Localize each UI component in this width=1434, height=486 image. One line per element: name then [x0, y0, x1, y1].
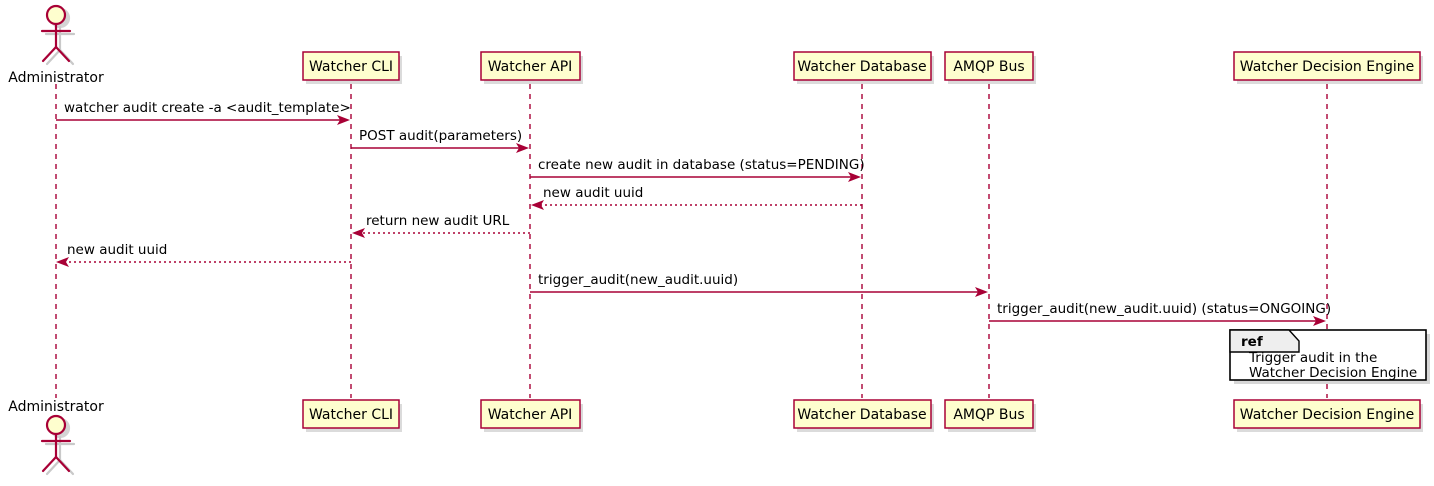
participant-box	[944, 51, 1034, 81]
participant-watcher-cli-bottom[interactable]: Watcher CLI	[302, 399, 402, 432]
participant-label-watcher-database-top: Watcher Database	[797, 59, 926, 75]
participant-box	[793, 399, 932, 429]
message-1-watcher-audit-create: watcher audit create -a <audit_template>	[56, 100, 351, 125]
participant-label-watcher-cli-top: Watcher CLI	[309, 59, 393, 75]
message-arrowhead-left	[56, 257, 69, 267]
participant-watcher-database-top[interactable]: Watcher Database	[793, 51, 934, 84]
participant-box	[480, 399, 581, 429]
participant-watcher-database-bottom[interactable]: Watcher Database	[793, 399, 934, 432]
participant-box	[944, 399, 1034, 429]
message-label: trigger_audit(new_audit.uuid)	[538, 272, 738, 288]
message-label: new audit uuid	[67, 242, 167, 258]
message-8-trigger-audit-ongoing: trigger_audit(new_audit.uuid) (status=ON…	[989, 301, 1331, 326]
message-label: watcher audit create -a <audit_template>	[64, 100, 351, 116]
participant-label-watcher-cli-bottom: Watcher CLI	[309, 407, 393, 423]
participant-watcher-api-top[interactable]: Watcher API	[480, 51, 583, 84]
participant-label-watcher-database-bottom: Watcher Database	[797, 407, 926, 423]
message-arrowhead-right	[516, 143, 529, 153]
message-6-new-audit-uuid-cli: new audit uuid	[56, 242, 351, 267]
message-arrowhead-right	[848, 172, 861, 182]
participant-watcher-api-bottom[interactable]: Watcher API	[480, 399, 583, 432]
actor-leg-left-icon	[41, 45, 58, 63]
message-label: create new audit in database (status=PEN…	[538, 157, 865, 173]
ref-body-line-2: Watcher Decision Engine	[1249, 365, 1417, 381]
participant-amqp-bus-bottom[interactable]: AMQP Bus	[944, 399, 1036, 432]
participant-box	[1233, 51, 1421, 81]
message-label: trigger_audit(new_audit.uuid) (status=ON…	[997, 301, 1331, 317]
message-label: POST audit(parameters)	[359, 128, 522, 144]
participant-box	[793, 51, 932, 81]
actor-leg-left-icon	[41, 455, 58, 473]
actor-leg-right-icon	[54, 455, 71, 473]
ref-tab-label: ref	[1241, 334, 1263, 350]
message-label: return new audit URL	[366, 213, 510, 229]
participant-box	[302, 399, 400, 429]
actor-head-icon	[45, 414, 67, 436]
participant-label-decision-engine-bottom: Watcher Decision Engine	[1240, 407, 1414, 423]
participant-label-decision-engine-top: Watcher Decision Engine	[1240, 59, 1414, 75]
message-4-new-audit-uuid-db: new audit uuid	[531, 185, 862, 210]
participant-decision-engine-top[interactable]: Watcher Decision Engine	[1233, 51, 1423, 84]
participant-amqp-bus-top[interactable]: AMQP Bus	[944, 51, 1036, 84]
message-arrowhead-left	[531, 200, 544, 210]
message-label: new audit uuid	[543, 185, 643, 201]
ref-fragment-trigger-audit[interactable]: ref Trigger audit in the Watcher Decisio…	[1229, 329, 1430, 384]
participant-decision-engine-bottom[interactable]: Watcher Decision Engine	[1233, 399, 1423, 432]
actor-administrator-bottom[interactable]: Administrator	[8, 399, 104, 476]
message-arrowhead-right	[975, 287, 988, 297]
actor-label-administrator-top: Administrator	[8, 70, 104, 86]
participant-label-amqp-bus-bottom: AMQP Bus	[953, 407, 1024, 423]
message-arrowhead-right	[1313, 316, 1326, 326]
lifelines-group	[55, 84, 1328, 398]
actor-leg-right-icon	[54, 45, 71, 63]
message-arrowhead-left	[352, 228, 365, 238]
actor-administrator-top[interactable]: Administrator	[8, 4, 104, 86]
message-2-post-audit: POST audit(parameters)	[351, 128, 529, 153]
actor-label-administrator-bottom: Administrator	[8, 399, 104, 415]
ref-tab-shape	[1229, 329, 1300, 353]
message-5-return-new-audit-url: return new audit URL	[352, 213, 530, 238]
actor-head-icon	[45, 4, 67, 26]
message-arrowhead-right	[337, 115, 350, 125]
participant-label-amqp-bus-top: AMQP Bus	[953, 59, 1024, 75]
participant-label-watcher-api-top: Watcher API	[488, 59, 573, 75]
participant-box	[480, 51, 581, 81]
ref-body-line-1: Trigger audit in the	[1248, 350, 1377, 366]
participant-box	[302, 51, 400, 81]
participant-box	[1233, 399, 1421, 429]
participant-watcher-cli-top[interactable]: Watcher CLI	[302, 51, 402, 84]
message-3-create-new-audit: create new audit in database (status=PEN…	[530, 157, 865, 182]
message-7-trigger-audit: trigger_audit(new_audit.uuid)	[530, 272, 988, 297]
participant-label-watcher-api-bottom: Watcher API	[488, 407, 573, 423]
